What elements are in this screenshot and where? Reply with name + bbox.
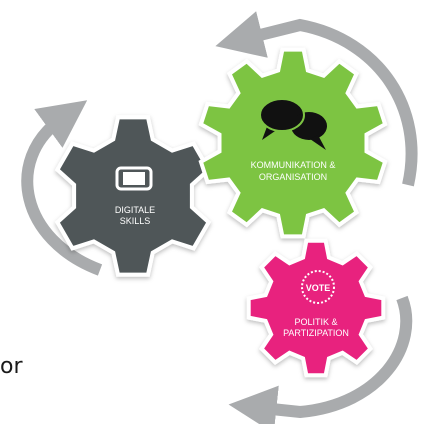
skills-label: SKILLS — [120, 216, 151, 226]
kommunikation-label: KOMMUNIKATION & — [251, 160, 336, 170]
cycle-arrow-top-right — [215, 11, 418, 187]
digitale-label: DIGITALE — [115, 205, 155, 215]
cycle-arrow-bottom-right — [228, 295, 413, 429]
gear-politik — [246, 238, 386, 378]
vote-stamp-text: VOTE — [306, 283, 331, 293]
gear-kommunikation — [198, 47, 388, 239]
partial-text: or — [0, 354, 23, 379]
vote-stamp-icon: VOTE — [301, 270, 335, 304]
smartphone-icon — [115, 166, 153, 191]
partizipation-label: PARTIZIPATION — [283, 328, 349, 338]
politik-label: POLITIK & — [294, 317, 337, 327]
cycle-arrow-left — [21, 100, 103, 276]
gear-digitale-skills — [54, 115, 212, 277]
speech-bubbles-icon — [259, 98, 327, 150]
organisation-label: ORGANISATION — [259, 172, 327, 182]
